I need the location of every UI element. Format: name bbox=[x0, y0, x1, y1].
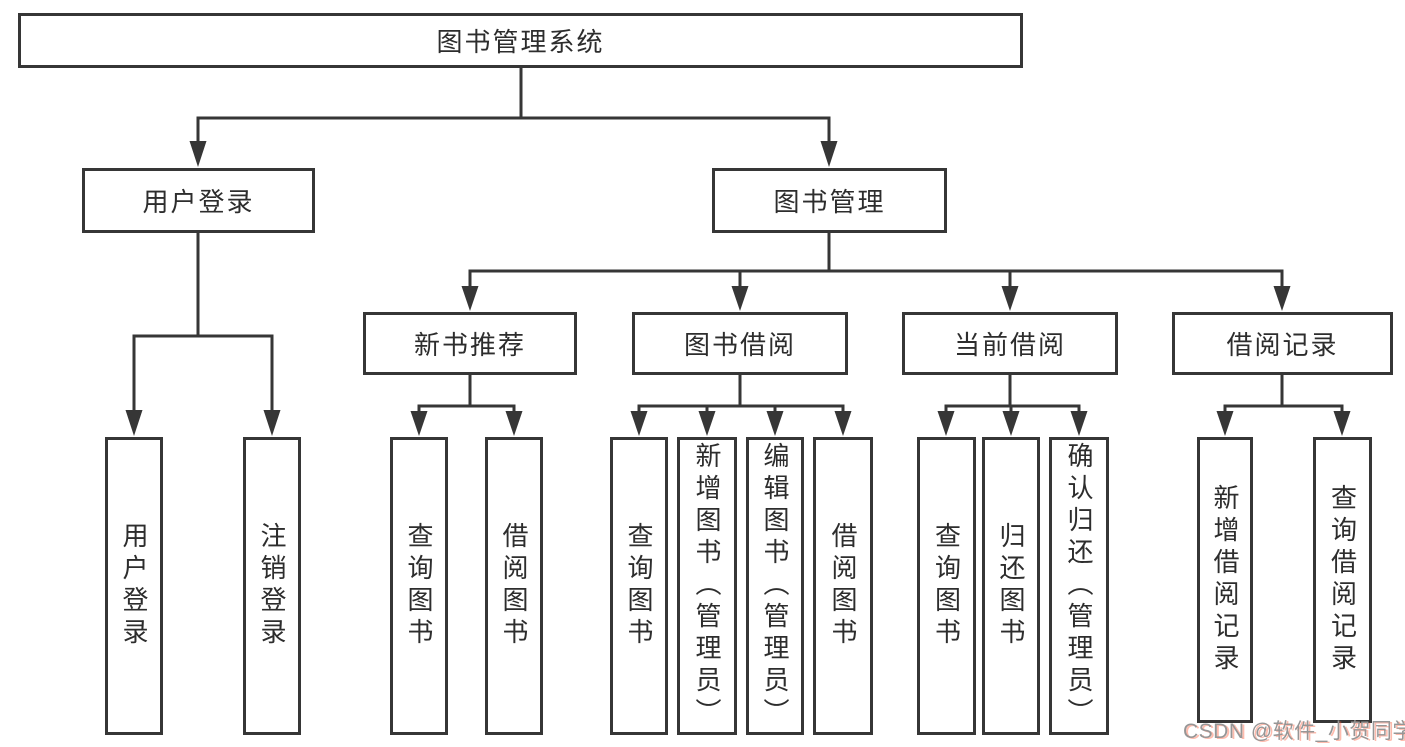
leaf-query-borrow-record-label: 查询借阅记录 bbox=[1327, 484, 1358, 676]
leaf-recommend-borrow-book-label: 借阅图书 bbox=[499, 522, 529, 650]
node-book-management: 图书管理 bbox=[712, 168, 947, 233]
leaf-borrow-query-book-label: 查询图书 bbox=[624, 522, 654, 650]
node-book-borrow: 图书借阅 bbox=[632, 312, 848, 375]
node-root-label: 图书管理系统 bbox=[436, 27, 605, 57]
leaf-borrow-book-label: 借阅图书 bbox=[828, 522, 858, 650]
node-book-management-label: 图书管理 bbox=[773, 187, 886, 217]
leaf-add-borrow-record-label: 新增借阅记录 bbox=[1210, 484, 1240, 676]
leaf-add-book-admin-label: 新增图书（管理员） bbox=[692, 442, 722, 730]
node-book-borrow-label: 图书借阅 bbox=[683, 330, 796, 360]
node-borrow-records: 借阅记录 bbox=[1172, 312, 1393, 375]
leaf-user-login-label: 用户登录 bbox=[119, 522, 149, 650]
node-user-login: 用户登录 bbox=[82, 168, 315, 233]
node-user-login-label: 用户登录 bbox=[142, 187, 255, 217]
leaf-recommend-query-book: 查询图书 bbox=[390, 437, 448, 735]
leaf-logout: 注销登录 bbox=[243, 437, 301, 735]
leaf-add-borrow-record: 新增借阅记录 bbox=[1197, 437, 1253, 723]
leaf-query-borrow-record: 查询借阅记录 bbox=[1313, 437, 1372, 723]
leaf-borrow-book: 借阅图书 bbox=[813, 437, 873, 735]
node-root: 图书管理系统 bbox=[18, 13, 1023, 68]
node-current-borrow-label: 当前借阅 bbox=[953, 330, 1066, 360]
leaf-return-book: 归还图书 bbox=[982, 437, 1040, 735]
node-new-book-recommend-label: 新书推荐 bbox=[413, 330, 526, 360]
leaf-return-book-label: 归还图书 bbox=[996, 522, 1026, 650]
node-new-book-recommend: 新书推荐 bbox=[363, 312, 577, 375]
leaf-user-login: 用户登录 bbox=[105, 437, 163, 735]
csdn-watermark: CSDN @软件_小贺同学 bbox=[1183, 720, 1405, 743]
leaf-add-book-admin: 新增图书（管理员） bbox=[677, 437, 737, 735]
leaf-confirm-return-admin-label: 确认归还（管理员） bbox=[1064, 442, 1094, 730]
leaf-current-query-book-label: 查询图书 bbox=[931, 522, 962, 650]
node-current-borrow: 当前借阅 bbox=[902, 312, 1118, 375]
leaf-borrow-query-book: 查询图书 bbox=[610, 437, 668, 735]
leaf-edit-book-admin-label: 编辑图书（管理员） bbox=[760, 442, 790, 730]
leaf-logout-label: 注销登录 bbox=[257, 522, 287, 650]
leaf-recommend-query-book-label: 查询图书 bbox=[404, 522, 434, 650]
leaf-current-query-book: 查询图书 bbox=[917, 437, 976, 735]
node-borrow-records-label: 借阅记录 bbox=[1226, 330, 1339, 360]
leaf-confirm-return-admin: 确认归还（管理员） bbox=[1049, 437, 1109, 735]
leaf-edit-book-admin: 编辑图书（管理员） bbox=[746, 437, 804, 735]
leaf-recommend-borrow-book: 借阅图书 bbox=[485, 437, 543, 735]
